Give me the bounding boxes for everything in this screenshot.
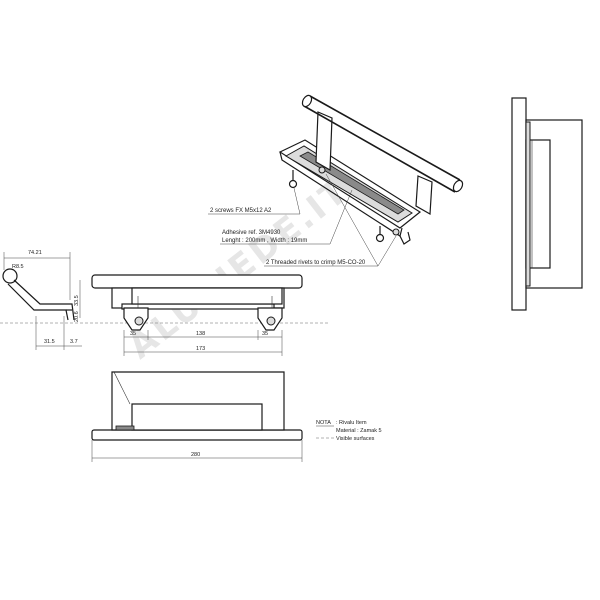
right-side-view: [511, 97, 583, 311]
iso-leg-left: [315, 111, 333, 172]
isometric-view: [278, 94, 464, 245]
front-view: 35 138 35 173: [91, 274, 303, 356]
dim-width: 74.21: [28, 250, 42, 256]
callouts: 2 screws FX M5x12 A2 Adhesive ref. 3M493…: [208, 173, 397, 267]
iso-leg-right: [415, 175, 433, 215]
bottom-view: 280: [91, 371, 303, 462]
dim-front-center: 138: [196, 331, 205, 337]
iso-screw-left: [288, 170, 298, 189]
legend: NOTA : Rivalu Item Material : Zamak 5 Vi…: [316, 420, 382, 442]
callout-screws: 2 screws FX M5x12 A2: [210, 208, 272, 214]
watermark-text: ALUPIEDE.IT: [121, 170, 357, 367]
legend-material: Material : Zamak 5: [336, 428, 382, 434]
callout-adhesive-ref: Adhesive ref. 3M4930: [222, 230, 281, 236]
iso-rivet: [318, 166, 326, 174]
side-view: 74.21 R8.5 33.5 20.6 31.5 3.7: [2, 250, 82, 350]
dim-height: 33.5: [74, 295, 80, 306]
dim-radius: R8.5: [12, 264, 24, 270]
legend-item-name: : Rivalu Item: [336, 420, 367, 426]
dim-front-total: 173: [196, 346, 205, 352]
dim-base: 31.5: [44, 339, 55, 345]
dim-front-left: 35: [130, 331, 136, 337]
dim-offset: 3.7: [70, 339, 78, 345]
legend-heading: NOTA: [316, 420, 331, 426]
iso-handle-bar: [301, 94, 464, 193]
iso-rivet: [392, 228, 400, 236]
dim-bottom-length: 280: [191, 452, 200, 458]
iso-screw-right: [375, 226, 385, 243]
callout-adhesive-size: Lenght : 200mm , Width : 19mm: [222, 238, 307, 244]
legend-visible-surfaces: Visible surfaces: [336, 436, 375, 442]
dim-rise: 20.6: [74, 311, 80, 322]
dim-front-right: 35: [262, 331, 268, 337]
callout-rivets: 2 Threaded rivets to crimp M5-CO-20: [266, 260, 366, 266]
